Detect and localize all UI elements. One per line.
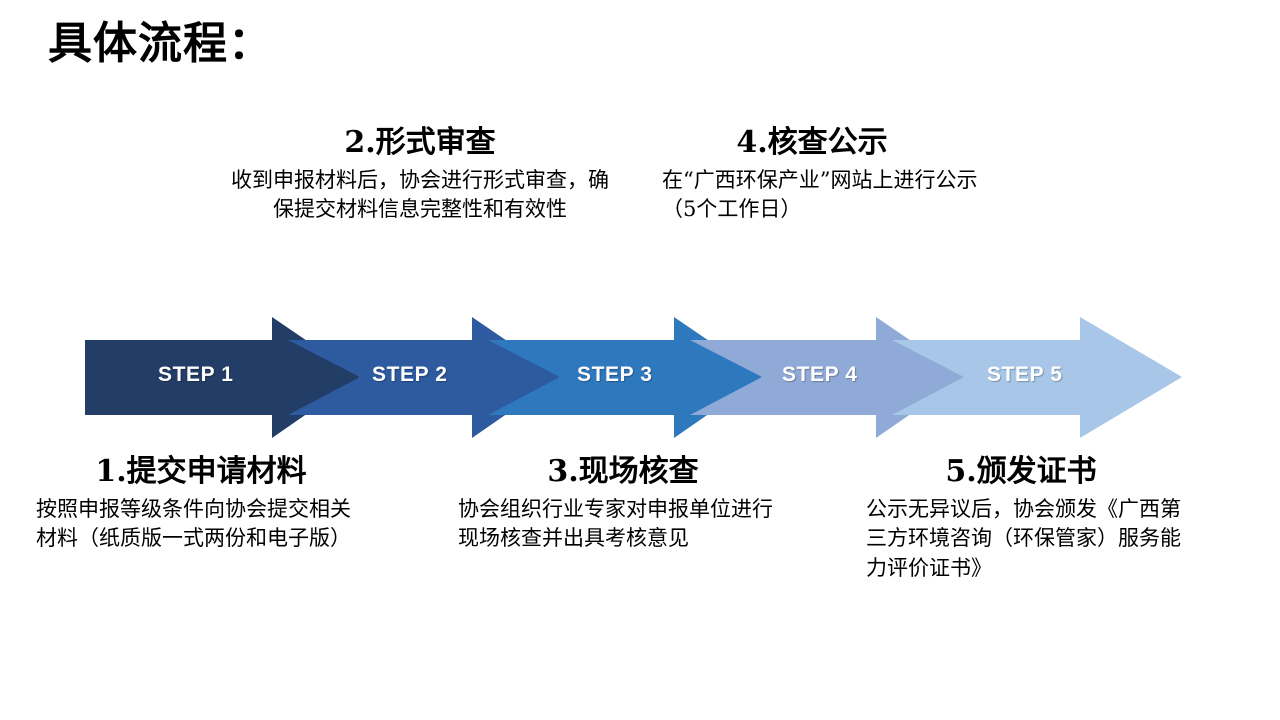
callout-step-3-heading: 3.现场核查 (547, 454, 699, 489)
process-arrow-band (0, 300, 1280, 460)
callout-step-3: 3.现场核查 协会组织行业专家对申报单位进行现场核查并出具考核意见 (458, 455, 788, 554)
arrow-step-3[interactable] (488, 317, 762, 438)
page-title: 具体流程： (48, 18, 273, 69)
callout-step-4: 4.核查公示 在“广西环保产业”网站上进行公示（5个工作日） (662, 126, 992, 225)
callout-step-2: 2.形式审查 收到申报材料后，协会进行形式审查，确保提交材料信息完整性和有效性 (222, 126, 618, 225)
arrow-step-2[interactable] (288, 317, 560, 438)
arrow-step-1[interactable] (85, 317, 360, 438)
step-band-label-1: STEP 1 (158, 363, 234, 386)
callout-step-5-body: 公示无异议后，协会颁发《广西第三方环境咨询（环保管家）服务能力评价证书》 (866, 496, 1181, 581)
callout-step-4-heading: 4.核查公示 (736, 125, 888, 160)
step-band-label-5: STEP 5 (987, 363, 1063, 386)
step-band-label-3: STEP 3 (577, 363, 653, 386)
step-band-label-2: STEP 2 (372, 363, 448, 386)
arrow-step-4[interactable] (690, 317, 964, 438)
step-band-label-4: STEP 4 (782, 363, 858, 386)
callout-step-1: 1.提交申请材料 按照申报等级条件向协会提交相关材料（纸质版一式两份和电子版） (36, 455, 366, 554)
callout-step-1-heading: 1.提交申请材料 (95, 454, 307, 489)
callout-step-1-body: 按照申报等级条件向协会提交相关材料（纸质版一式两份和电子版） (36, 496, 351, 551)
callout-step-3-body: 协会组织行业专家对申报单位进行现场核查并出具考核意见 (458, 496, 773, 551)
callout-step-2-body: 收到申报材料后，协会进行形式审查，确保提交材料信息完整性和有效性 (231, 167, 609, 222)
callout-step-2-heading: 2.形式审查 (344, 125, 496, 160)
callout-step-5: 5.颁发证书 公示无异议后，协会颁发《广西第三方环境咨询（环保管家）服务能力评价… (866, 455, 1196, 584)
arrow-step-5[interactable] (892, 317, 1182, 438)
callout-step-5-heading: 5.颁发证书 (945, 454, 1097, 489)
callout-step-4-body: 在“广西环保产业”网站上进行公示（5个工作日） (662, 167, 978, 222)
